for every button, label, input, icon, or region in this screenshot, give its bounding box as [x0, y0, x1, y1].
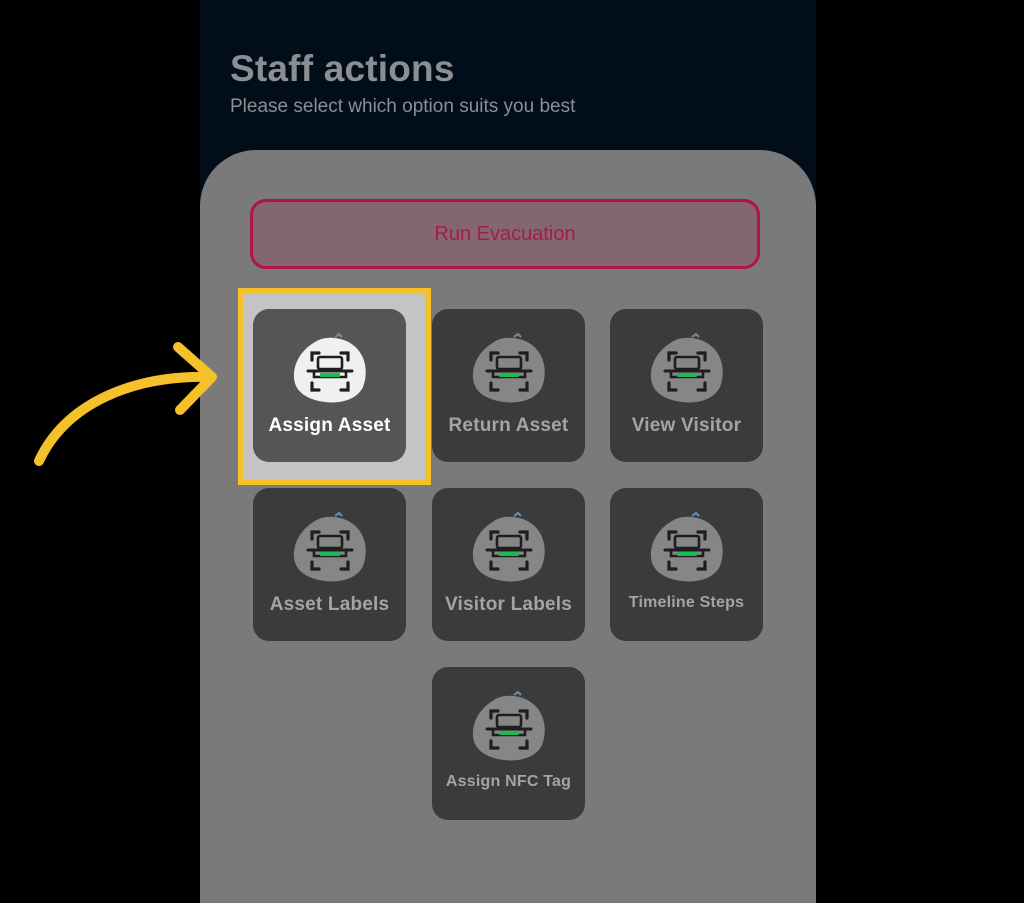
scan-bag-icon — [291, 333, 369, 405]
visitor-labels-tile[interactable]: Visitor Labels — [432, 488, 585, 641]
assign-nfc-tag-tile[interactable]: Assign NFC Tag — [432, 667, 585, 820]
tile-label: View Visitor — [631, 415, 742, 436]
scan-bag-icon — [470, 691, 548, 763]
tile-label: Visitor Labels — [444, 594, 573, 615]
scan-bag-icon — [648, 333, 726, 405]
timeline-steps-tile[interactable]: Timeline Steps — [610, 488, 763, 641]
view-visitor-tile[interactable]: View Visitor — [610, 309, 763, 462]
scan-bag-icon — [470, 512, 548, 584]
tile-label: Return Asset — [448, 415, 569, 436]
page-subtitle: Please select which option suits you bes… — [230, 96, 576, 117]
scan-bag-icon — [470, 333, 548, 405]
tile-label: Timeline Steps — [628, 594, 745, 611]
assign-asset-tile[interactable]: Assign Asset — [253, 309, 406, 462]
pointer-arrow-icon — [34, 342, 217, 466]
tile-label: Assign NFC Tag — [445, 773, 572, 790]
return-asset-tile[interactable]: Return Asset — [432, 309, 585, 462]
page-title: Staff actions — [230, 48, 455, 89]
tile-label: Assign Asset — [268, 415, 391, 436]
tile-label: Asset Labels — [269, 594, 390, 615]
run-evacuation-button[interactable]: Run Evacuation — [250, 199, 760, 269]
scan-bag-icon — [291, 512, 369, 584]
app-screen: Staff actions Please select which option… — [200, 0, 816, 903]
asset-labels-tile[interactable]: Asset Labels — [253, 488, 406, 641]
scan-bag-icon — [648, 512, 726, 584]
